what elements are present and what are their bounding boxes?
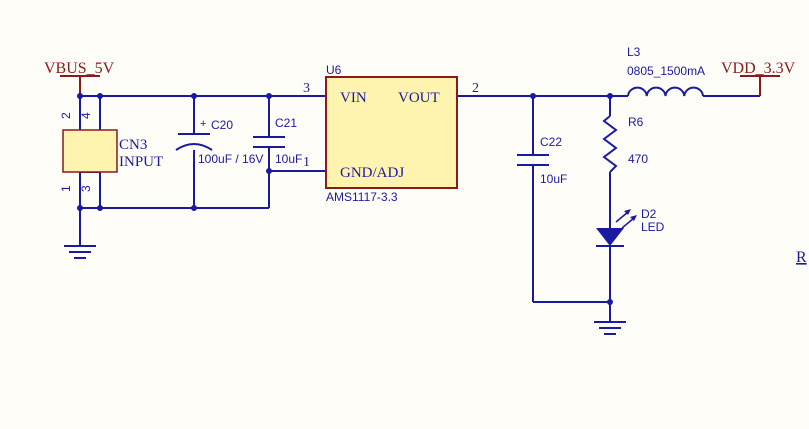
- u6-vout-label: VOUT: [398, 90, 440, 106]
- c20-value-label: 100uF / 16V: [198, 152, 263, 166]
- cn3-pin1-label: 1: [59, 185, 73, 192]
- ground-symbol-right: [594, 321, 626, 335]
- cn3-pin2-label: 2: [59, 112, 73, 119]
- d2-value-label: LED: [641, 220, 665, 234]
- c22-ref-label: C22: [540, 135, 562, 149]
- led-d2: D2 LED: [596, 207, 665, 247]
- vbus-label: VBUS_5V: [44, 60, 115, 77]
- u6-pin3-label: 3: [303, 81, 310, 96]
- junctions: [77, 93, 613, 305]
- u6-pin1-label: 1: [303, 155, 310, 170]
- c22-value-label: 10uF: [540, 172, 567, 186]
- capacitor-c20: + C20 100uF / 16V: [175, 118, 263, 166]
- capacitor-c22: C22 10uF: [517, 135, 567, 186]
- regulator-u6: U6 VIN VOUT GND/ADJ AMS1117-3.3 3 1 2: [303, 63, 479, 204]
- r6-value-label: 470: [628, 152, 648, 166]
- r6-ref-label: R6: [628, 115, 644, 129]
- connector-cn3: 2 4 1 3 CN3 INPUT: [59, 112, 163, 192]
- d2-ref-label: D2: [641, 207, 657, 221]
- c21-ref-label: C21: [275, 116, 297, 130]
- inductor-l3: L3 0805_1500mA: [627, 45, 705, 97]
- c20-ref-label: C20: [211, 118, 233, 132]
- cn3-ref-label: CN3: [119, 137, 147, 153]
- wires: [79, 95, 760, 322]
- resistor-r6: R6 470: [602, 115, 648, 173]
- edge-net-label: R: [796, 249, 807, 266]
- ground-symbol-left: [64, 245, 96, 259]
- vdd-power-port: VDD_3.3V: [721, 60, 796, 96]
- u6-part-label: AMS1117-3.3: [326, 190, 398, 204]
- c21-value-label: 10uF: [275, 152, 302, 166]
- capacitor-c21: C21 10uF: [253, 116, 302, 166]
- vdd-label: VDD_3.3V: [721, 60, 796, 77]
- u6-ref-label: U6: [326, 63, 342, 77]
- u6-pin2-label: 2: [472, 81, 479, 96]
- c20-polarity-label: +: [200, 118, 206, 130]
- l3-value-label: 0805_1500mA: [627, 64, 705, 78]
- cn3-value-label: INPUT: [119, 154, 163, 170]
- cn3-pin4-label: 4: [79, 112, 93, 119]
- vbus-power-port: VBUS_5V: [44, 60, 115, 96]
- l3-ref-label: L3: [627, 45, 641, 59]
- u6-vin-label: VIN: [340, 90, 367, 106]
- u6-gnd-label: GND/ADJ: [340, 165, 404, 181]
- cn3-pin3-label: 3: [79, 185, 93, 192]
